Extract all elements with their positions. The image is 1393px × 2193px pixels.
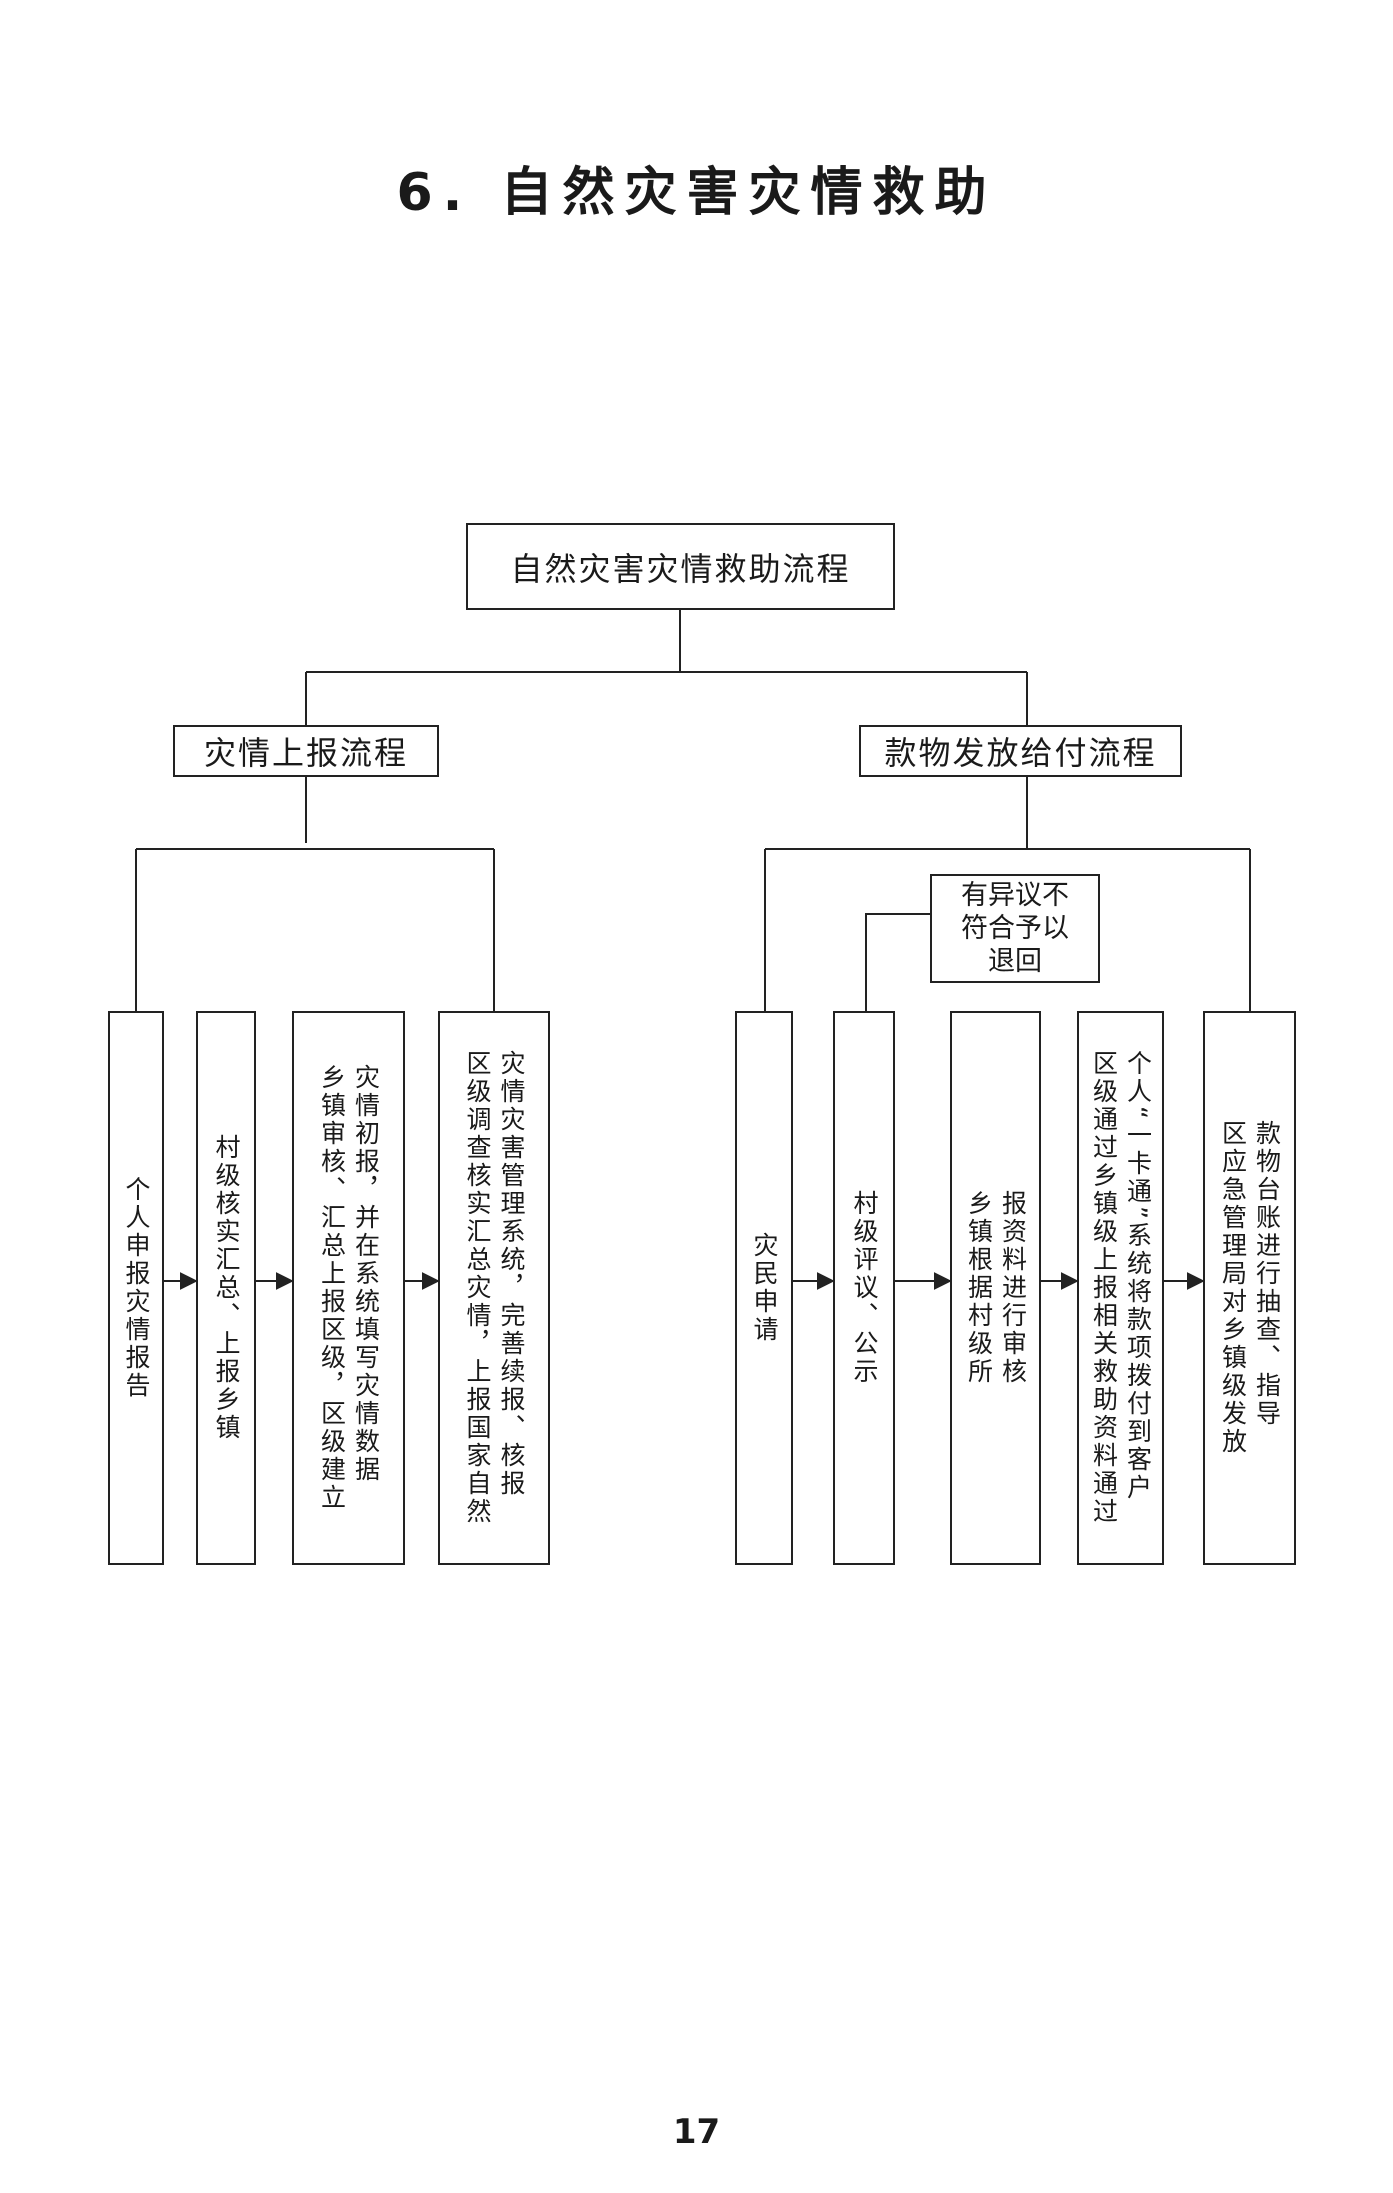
branch-relief-distribution-box: 款物发放给付流程 [859, 725, 1182, 777]
right-step-3: 报资料进行审核 乡镇根据村级所 [950, 1011, 1041, 1565]
branch-disaster-report-label: 灾情上报流程 [203, 734, 408, 772]
left-step-4-text: 灾情灾害管理系统，完善续报、核报 区级调查核实汇总灾情，上报国家自然 [463, 1050, 526, 1526]
objection-note-text: 有异议不 符合予以 退回 [961, 880, 1069, 977]
objection-note-box: 有异议不 符合予以 退回 [930, 874, 1100, 983]
root-process-box: 自然灾害灾情救助流程 [466, 523, 895, 610]
branch-relief-distribution-label: 款物发放给付流程 [884, 734, 1157, 772]
left-step-2: 村级核实汇总、上报乡镇 [196, 1011, 256, 1565]
right-step-2-text: 村级评议、公示 [850, 1190, 879, 1386]
left-step-2-text: 村级核实汇总、上报乡镇 [212, 1134, 241, 1442]
right-step-1: 灾民申请 [735, 1011, 793, 1565]
right-step-3-text: 报资料进行审核 乡镇根据村级所 [964, 1190, 1028, 1386]
left-step-3: 灾情初报，并在系统填写灾情数据 乡镇审核、汇总上报区级，区级建立 [292, 1011, 405, 1565]
connector-note-to-step2 [865, 913, 930, 1011]
left-step-1: 个人申报灾情报告 [108, 1011, 164, 1565]
right-step-5-text: 款物台账进行抽查、指导 区应急管理局对乡镇级发放 [1218, 1120, 1282, 1456]
right-step-1-text: 灾民申请 [750, 1232, 779, 1344]
left-step-3-text: 灾情初报，并在系统填写灾情数据 乡镇审核、汇总上报区级，区级建立 [317, 1064, 381, 1512]
page-number: 17 [672, 2112, 721, 2152]
branch-disaster-report-box: 灾情上报流程 [173, 725, 439, 777]
right-step-2: 村级评议、公示 [833, 1011, 895, 1565]
right-step-5: 款物台账进行抽查、指导 区应急管理局对乡镇级发放 [1203, 1011, 1296, 1565]
root-process-label: 自然灾害灾情救助流程 [510, 549, 851, 588]
right-step-4-text: 个人“一卡通”系统将款项拨付到客户 区级通过乡镇级上报相关救助资料通过 [1089, 1050, 1153, 1526]
left-step-1-text: 个人申报灾情报告 [122, 1176, 151, 1400]
right-step-4: 个人“一卡通”系统将款项拨付到客户 区级通过乡镇级上报相关救助资料通过 [1077, 1011, 1164, 1565]
left-step-4: 灾情灾害管理系统，完善续报、核报 区级调查核实汇总灾情，上报国家自然 [438, 1011, 550, 1565]
page-title: 6. 自然灾害灾情救助 [396, 163, 997, 223]
